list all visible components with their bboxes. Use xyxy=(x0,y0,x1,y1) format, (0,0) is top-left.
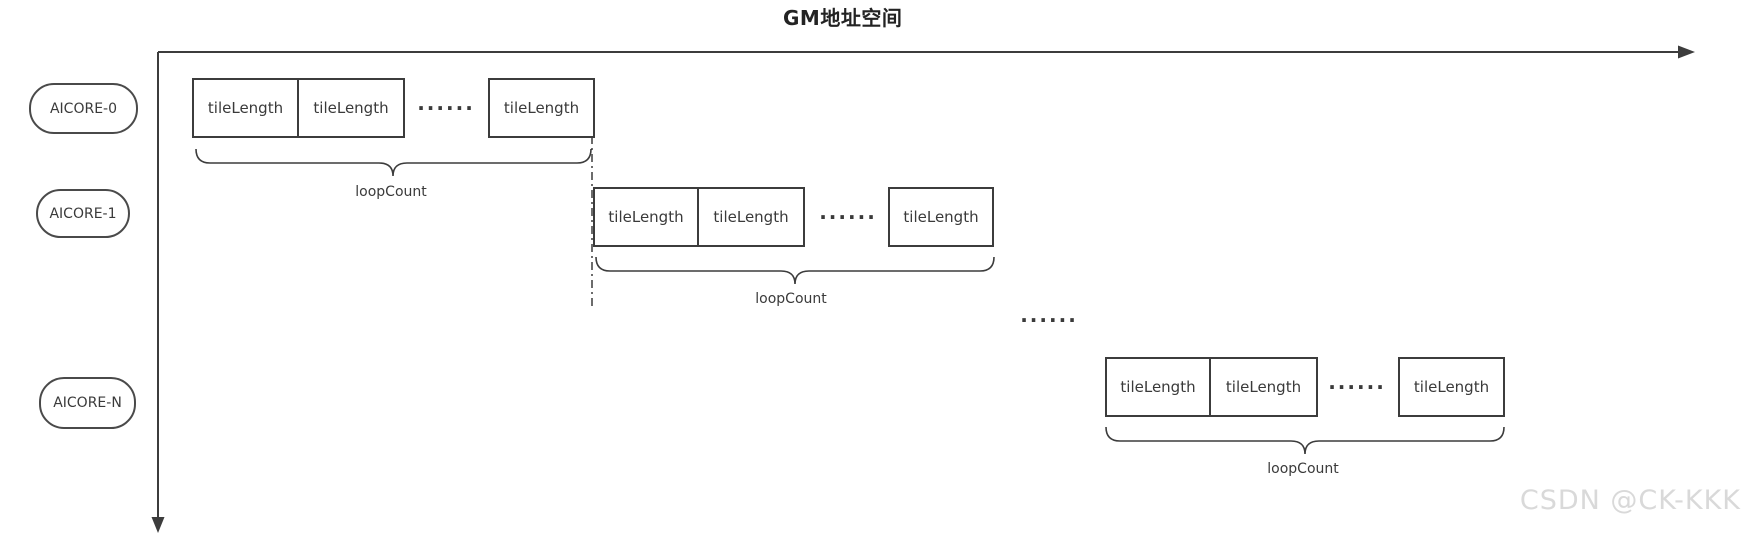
tile-length-box: tileLength xyxy=(297,78,405,138)
tile-length-box: tileLength xyxy=(192,78,299,138)
csdn-watermark: CSDN @CK-KKK xyxy=(1519,485,1741,516)
row-ellipsis: ······ xyxy=(417,96,475,120)
tile-length-label: tileLength xyxy=(1413,378,1490,396)
row-ellipsis: ······ xyxy=(819,205,877,229)
middle-ellipsis: ······ xyxy=(1020,308,1078,332)
core-pill-aicore-0: AICORE-0 xyxy=(29,83,138,134)
loop-count-label: loopCount xyxy=(755,291,827,307)
x-axis-arrowhead xyxy=(1678,45,1695,59)
tile-length-label: tileLength xyxy=(903,208,979,226)
tile-length-label: tileLength xyxy=(1120,378,1196,396)
core-pill-aicore-1: AICORE-1 xyxy=(36,189,130,238)
brace-row-2 xyxy=(1105,426,1505,455)
row-ellipsis: ······ xyxy=(1328,375,1386,399)
brace-row-1 xyxy=(595,256,995,285)
tile-length-label: tileLength xyxy=(207,99,284,117)
core-pill-label: AICORE-1 xyxy=(49,205,117,222)
tile-length-label: tileLength xyxy=(503,99,580,117)
tile-length-box: tileLength xyxy=(888,187,994,247)
core-pill-label: AICORE-N xyxy=(53,395,122,411)
loop-count-label: loopCount xyxy=(1267,461,1339,477)
tile-length-box: tileLength xyxy=(593,187,699,247)
brace-row-0 xyxy=(195,148,592,177)
tile-length-label: tileLength xyxy=(1225,378,1302,396)
tile-length-box: tileLength xyxy=(697,187,805,247)
tile-length-label: tileLength xyxy=(313,99,389,117)
y-axis-arrowhead xyxy=(151,517,165,533)
core-pill-aicore-n: AICORE-N xyxy=(39,377,136,429)
core-pill-label: AICORE-0 xyxy=(49,100,118,117)
tile-length-label: tileLength xyxy=(713,208,789,226)
tile-length-label: tileLength xyxy=(608,208,684,226)
diagram-title: GM地址空间 xyxy=(783,6,903,30)
tile-length-box: tileLength xyxy=(1209,357,1318,417)
tile-length-box: tileLength xyxy=(1105,357,1211,417)
tile-length-box: tileLength xyxy=(1398,357,1505,417)
tile-length-box: tileLength xyxy=(488,78,595,138)
loop-count-label: loopCount xyxy=(355,184,427,200)
